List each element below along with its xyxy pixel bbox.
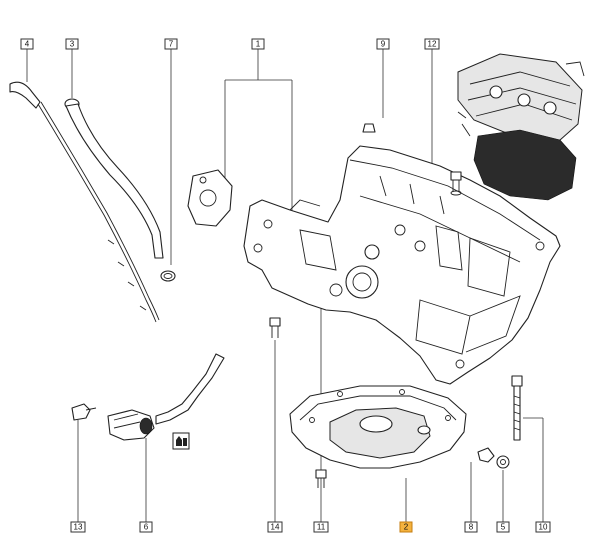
bracket-plate	[187, 169, 233, 227]
stud-9	[362, 123, 376, 133]
dipstick-guide-tube	[64, 98, 176, 282]
svg-text:13: 13	[74, 523, 83, 532]
drain-plug-8	[477, 447, 495, 463]
callout-13: 13	[70, 521, 86, 533]
dipstick	[9, 81, 160, 323]
engine-thumbnail-icon	[457, 53, 585, 201]
callout-1: 1	[251, 38, 265, 50]
svg-text:10: 10	[539, 523, 548, 532]
callout-8: 8	[464, 521, 478, 533]
bolt-12	[450, 171, 462, 196]
svg-text:7: 7	[169, 40, 174, 49]
callout-6: 6	[139, 521, 153, 533]
svg-text:9: 9	[381, 40, 386, 49]
svg-text:8: 8	[469, 523, 474, 532]
upper-oil-sump	[243, 145, 561, 385]
note-symbol-icon	[172, 432, 190, 450]
callout-11: 11	[313, 521, 329, 533]
callout-7: 7	[164, 38, 178, 50]
svg-text:2: 2	[404, 523, 409, 532]
oil-level-sensor	[107, 353, 225, 441]
callout-12: 12	[424, 38, 440, 50]
callout-4: 4	[20, 38, 34, 50]
svg-text:1: 1	[256, 40, 261, 49]
svg-text:11: 11	[317, 523, 326, 532]
callout-2: 2	[399, 521, 413, 533]
svg-text:4: 4	[25, 40, 30, 49]
callout-9: 9	[376, 38, 390, 50]
washer-5	[496, 455, 510, 469]
callout-3: 3	[65, 38, 79, 50]
svg-text:5: 5	[501, 523, 506, 532]
svg-text:6: 6	[144, 523, 149, 532]
callout-5: 5	[496, 521, 510, 533]
bolt-13	[71, 403, 97, 421]
bolt-14	[269, 317, 281, 338]
svg-text:3: 3	[70, 40, 75, 49]
long-bolt-10	[511, 375, 523, 441]
svg-text:14: 14	[271, 523, 280, 532]
lower-oil-pan	[289, 385, 467, 469]
callout-14: 14	[267, 521, 283, 533]
bolt-11	[315, 469, 327, 488]
svg-text:12: 12	[428, 40, 437, 49]
callout-10: 10	[535, 521, 551, 533]
